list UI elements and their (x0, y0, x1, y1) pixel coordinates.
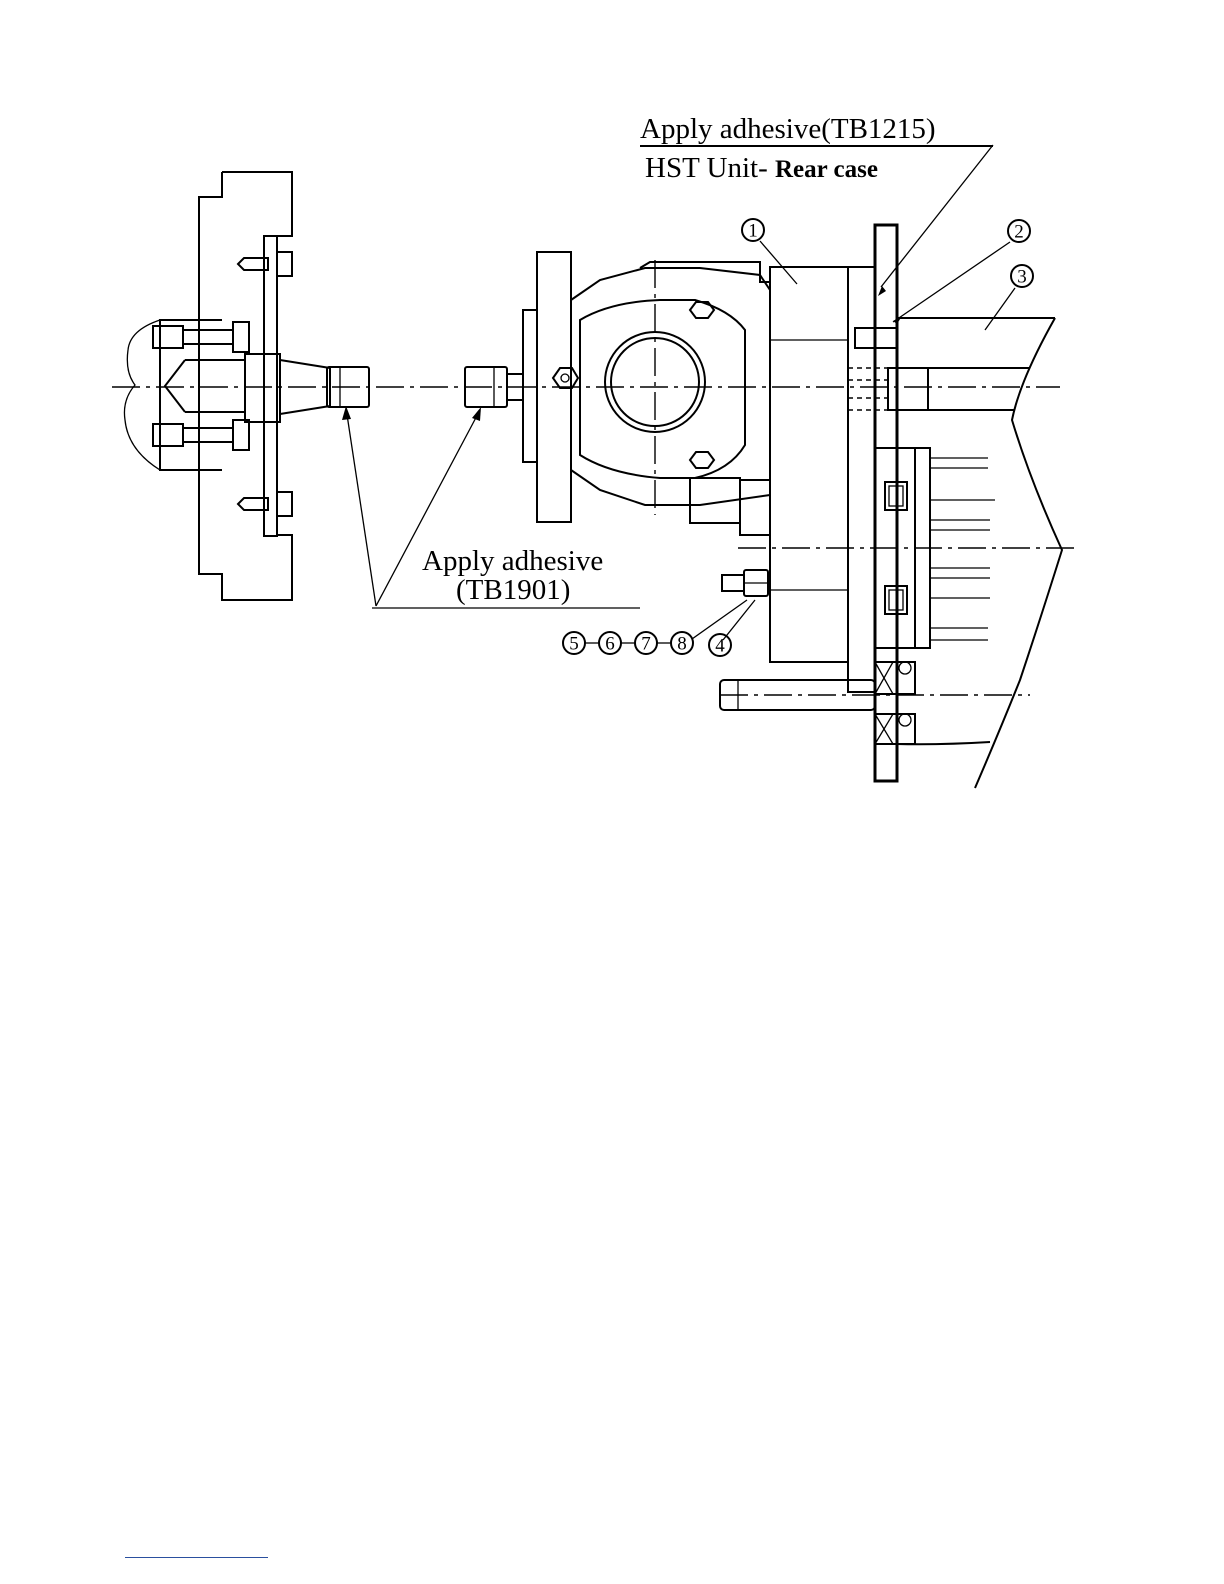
part-balloon-5: 5 (563, 632, 585, 655)
part-balloon-6: 6 (599, 632, 621, 655)
svg-text:2: 2 (1014, 222, 1024, 243)
svg-text:4: 4 (715, 636, 725, 657)
callout-tb1901-line1: Apply adhesive (422, 545, 603, 577)
part-number-balloons: 1 2 3 5 6 7 8 4 (563, 219, 1033, 657)
part-balloon-8: 8 (671, 632, 693, 655)
footer-rule (125, 1557, 268, 1558)
mounting-bolt (722, 570, 768, 596)
part-balloon-7: 7 (635, 632, 657, 655)
transmission-case (720, 318, 1062, 788)
engine-flywheel-section (124, 172, 369, 600)
svg-text:3: 3 (1017, 267, 1027, 288)
svg-text:6: 6 (605, 634, 615, 655)
callout-tb1215-line1: Apply adhesive(TB1215) (640, 113, 936, 145)
part-balloon-4: 4 (709, 634, 731, 657)
callout-tb1901-line2: (TB1901) (456, 574, 570, 606)
svg-text:8: 8 (677, 634, 687, 655)
svg-text:5: 5 (569, 634, 579, 655)
svg-text:7: 7 (641, 634, 651, 655)
svg-text:1: 1 (748, 221, 758, 242)
callout-tb1901: Apply adhesive (TB1901) (422, 545, 603, 606)
hst-rear-case (770, 225, 928, 781)
callout-tb1215-line2: HST Unit- Rear case (645, 152, 878, 184)
hst-pump-body (523, 252, 770, 535)
callout-tb1215: Apply adhesive(TB1215) HST Unit- Rear ca… (640, 113, 993, 184)
part-balloon-2: 2 (1008, 220, 1030, 243)
part-balloon-1: 1 (742, 219, 764, 242)
part-balloon-3: 3 (1011, 265, 1033, 288)
